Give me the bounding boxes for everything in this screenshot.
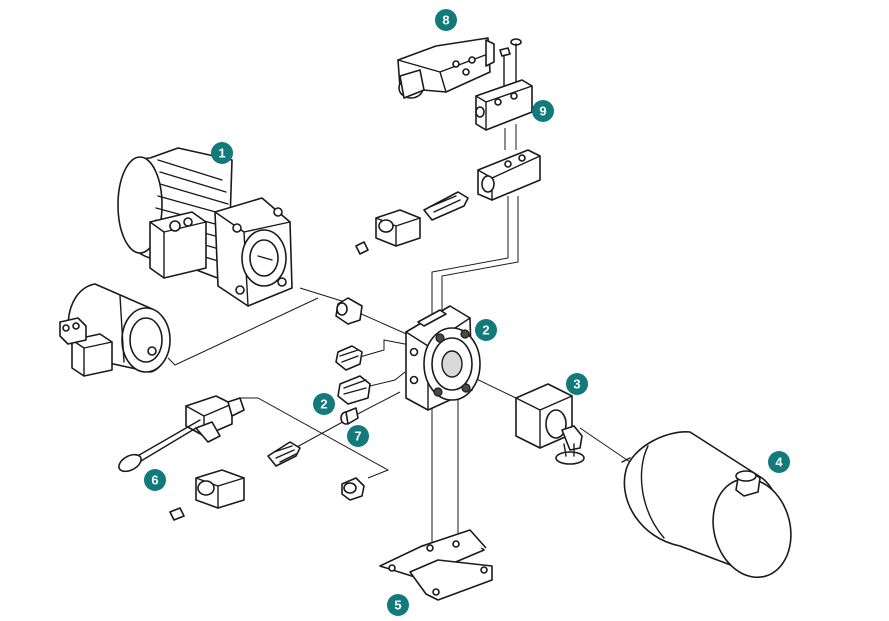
- callout-6-label: 6: [151, 473, 158, 488]
- directional-solenoid-valve: [397, 37, 495, 99]
- dc-electric-motor: [59, 283, 171, 377]
- callout-2-manifold-circle: [475, 319, 497, 341]
- drain-plug: [341, 477, 365, 501]
- callout-4-label: 4: [775, 455, 783, 470]
- callout-2-fitting-circle: [313, 393, 335, 415]
- callout-6-circle: [144, 469, 166, 491]
- ac-electric-motor: [117, 147, 293, 307]
- mounting-bracket: [379, 529, 493, 601]
- pressure-fitting: [337, 375, 371, 405]
- oil-tank: [621, 431, 792, 579]
- callout-3: 3: [566, 373, 588, 395]
- valve-block: [477, 149, 541, 201]
- shaft-coupling: [335, 297, 363, 325]
- callout-7-label: 7: [354, 429, 361, 444]
- callout-5-circle: [387, 594, 409, 616]
- solenoid-coil-lower: [169, 469, 245, 521]
- callout-9: 9: [532, 100, 554, 122]
- callout-7-circle: [347, 425, 369, 447]
- callout-5-label: 5: [394, 598, 401, 613]
- callout-7: 7: [347, 425, 369, 447]
- callout-8-label: 8: [442, 13, 449, 28]
- callout-2-fitting: 2: [313, 393, 335, 415]
- gear-pump: [515, 383, 585, 465]
- callout-6: 6: [144, 469, 166, 491]
- callout-5: 5: [387, 594, 409, 616]
- callout-3-label: 3: [573, 377, 580, 392]
- callout-8: 8: [435, 9, 457, 31]
- callout-2-manifold: 2: [475, 319, 497, 341]
- solenoid-coil-upper: [355, 209, 421, 255]
- solenoid-cartridge: [267, 441, 301, 467]
- central-manifold: [405, 305, 481, 411]
- relief-valve-fitting: [335, 345, 363, 371]
- callout-1: 1: [211, 142, 233, 164]
- callout-2-manifold-label: 2: [482, 323, 489, 338]
- callout-4-circle: [768, 451, 790, 473]
- callout-1-circle: [211, 142, 233, 164]
- callout-9-circle: [532, 100, 554, 122]
- valve-subplate: [475, 79, 533, 131]
- callout-4: 4: [768, 451, 790, 473]
- check-valve-cartridge: [423, 191, 469, 221]
- manual-release-valve: [118, 395, 245, 473]
- callout-8-circle: [435, 9, 457, 31]
- callout-2-fitting-label: 2: [320, 397, 327, 412]
- callout-9-label: 9: [539, 104, 546, 119]
- small-plug: [340, 407, 359, 425]
- callout-3-circle: [566, 373, 588, 395]
- bolts: [499, 38, 522, 87]
- callout-1-label: 1: [218, 146, 225, 161]
